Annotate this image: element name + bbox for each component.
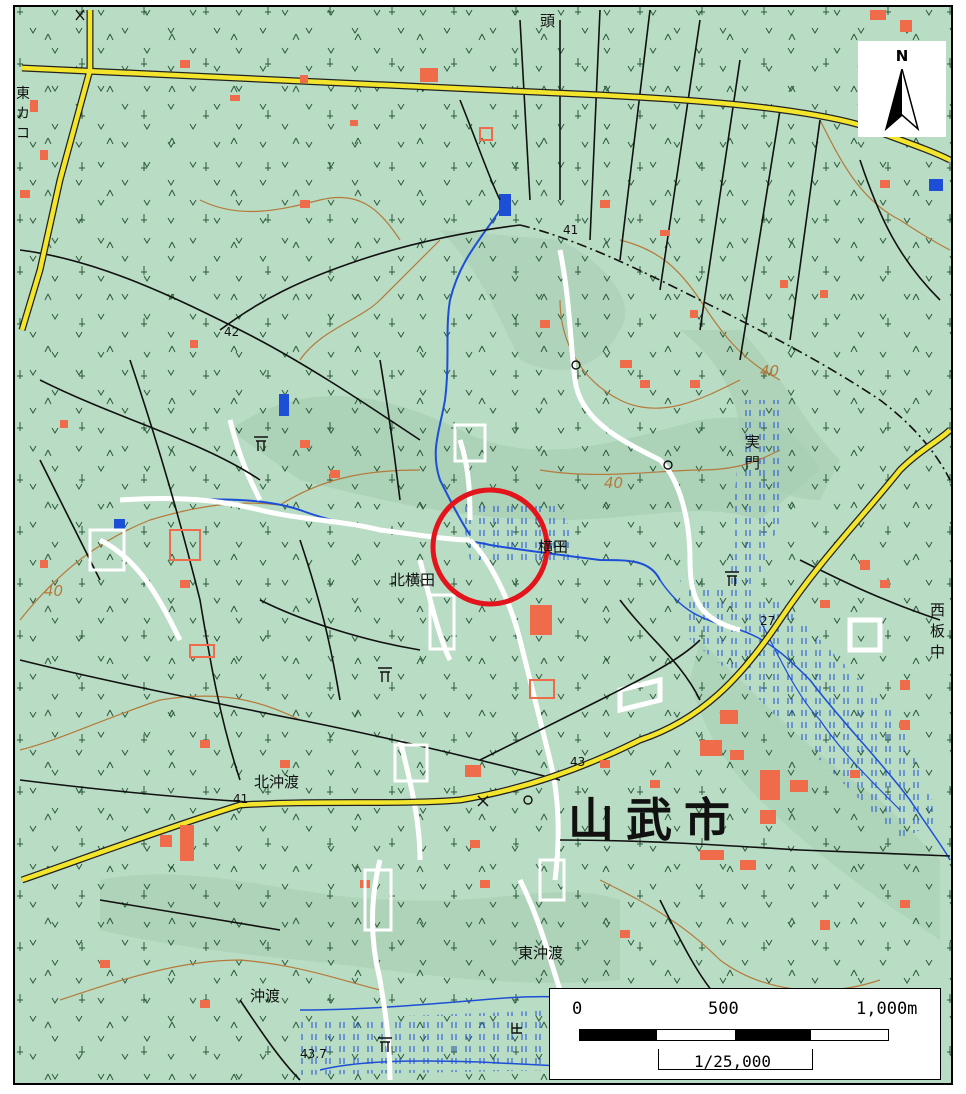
- place-label-higashiokido: 東沖渡: [518, 944, 563, 962]
- residential-clusters: [88, 423, 566, 932]
- place-label-nishi-1: 西: [930, 601, 945, 619]
- north-label: N: [895, 47, 909, 65]
- scale-label-max: 1,000m: [856, 999, 918, 1019]
- shrine-icon: [378, 667, 392, 682]
- elevation-43: 43: [570, 755, 585, 769]
- scale-ratio: 1/25,000: [693, 1052, 772, 1071]
- city-name-label: 山武市: [568, 793, 742, 847]
- place-label-okido: 沖渡: [250, 987, 280, 1005]
- place-label-left-fragment-3: コ: [16, 126, 30, 142]
- place-label-kitayokota: 北横田: [390, 571, 435, 589]
- map-symbols: [75, 9, 739, 1052]
- place-label-left-fragment-1: 東: [16, 86, 30, 102]
- shrine-icon: [378, 1037, 392, 1052]
- place-label-nishi-3: 中: [930, 643, 945, 661]
- elevation-42: 42: [224, 325, 239, 339]
- place-label-sanemon-2: 門: [745, 454, 760, 472]
- buildings: [20, 10, 930, 1008]
- north-arrow: N: [858, 41, 946, 137]
- place-label-yokota: 横田: [538, 538, 568, 556]
- paths-and-boundaries: [19, 9, 951, 1081]
- scale-bar: 0 500 1,000m 1/25,000: [549, 988, 941, 1080]
- place-label-sanemon-1: 実: [745, 433, 760, 451]
- elevation-43-7: 43.7: [300, 1047, 327, 1061]
- place-label-left-fragment-2: カ: [16, 106, 30, 122]
- map-border: [13, 5, 953, 1085]
- map-labels: 山武市 北横田 横田 実 門 北沖渡 東沖渡 沖渡 西 板 中 頭 東 カ コ …: [16, 12, 945, 1061]
- shrine-icon: [725, 571, 739, 586]
- paddy-fields: [300, 400, 940, 1075]
- place-label-kitaokido: 北沖渡: [254, 773, 299, 791]
- elevation-41-top: 41: [563, 223, 578, 237]
- police-icon: [477, 795, 489, 807]
- scale-label-mid: 500: [708, 999, 739, 1019]
- target-location-marker: [430, 487, 550, 607]
- temple-icon: [511, 1023, 522, 1034]
- police-icon: [75, 9, 85, 21]
- shrine-icon: [254, 436, 268, 451]
- elevation-40-right: 40: [760, 362, 779, 380]
- elevation-41-road: 41: [233, 792, 248, 806]
- elevation-40-left: 40: [44, 582, 63, 600]
- scale-label-zero: 0: [572, 999, 583, 1019]
- scale-bar-segment: [579, 1029, 657, 1041]
- scale-bar-segment: [735, 1029, 811, 1041]
- place-label-nishi-2: 板: [930, 622, 945, 640]
- north-arrow-icon: [884, 69, 920, 131]
- elevation-27: 27: [760, 614, 775, 628]
- elevation-40-mid: 40: [604, 474, 623, 492]
- place-label-top-fragment: 頭: [540, 12, 555, 30]
